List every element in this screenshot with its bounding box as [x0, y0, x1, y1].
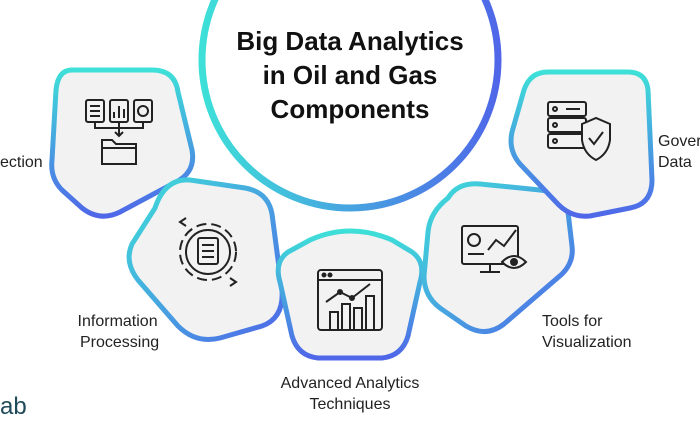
title-line-1: Big Data Analytics — [236, 26, 464, 56]
card-data-governance — [508, 69, 655, 219]
title-line-3: Components — [270, 94, 430, 124]
title-line-2: in Oil and Gas — [262, 60, 438, 90]
label-advanced-analytics: Advanced Analytics Techniques — [270, 373, 430, 415]
brand-logo-text: ab — [0, 393, 27, 420]
label-line: Techniques — [309, 396, 391, 413]
label-line: Tools for — [542, 313, 603, 330]
label-line: Advanced Analytics — [280, 375, 420, 392]
label-information-processing: Information Processing — [76, 311, 160, 353]
analytics-chart-icon — [317, 269, 383, 331]
label-line: Information — [77, 313, 158, 330]
processing-gear-icon — [178, 217, 238, 287]
label-line: ection — [0, 154, 43, 171]
card-data-collection — [49, 67, 196, 219]
label-data-collection: ection — [0, 152, 43, 173]
label-line: Data — [658, 154, 692, 171]
label-line: Gover — [658, 133, 700, 150]
label-line: Visualization — [542, 334, 632, 351]
card-tools-visualization — [421, 181, 575, 334]
label-line: Processing — [80, 334, 160, 351]
center-circle — [198, 0, 502, 212]
label-tools-visualization: Tools for Visualization — [542, 311, 632, 353]
card-advanced-analytics — [275, 228, 425, 361]
governance-shield-icon — [547, 101, 611, 162]
visualization-monitor-icon — [461, 225, 528, 273]
card-information-processing — [126, 177, 285, 342]
data-collection-icon — [85, 99, 153, 165]
diagram-title: Big Data Analytics in Oil and Gas Compon… — [200, 24, 500, 126]
label-data-governance: Gover Data — [658, 131, 700, 173]
